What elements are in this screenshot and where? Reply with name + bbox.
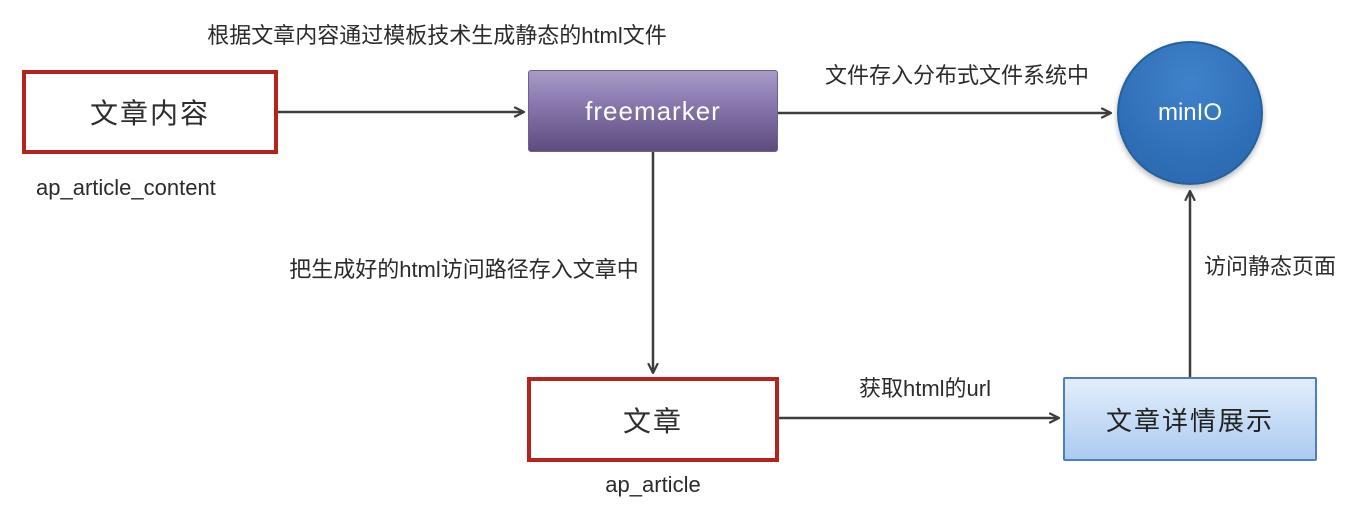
node-freemarker-label: freemarker: [585, 95, 721, 126]
node-article-content-label: 文章内容: [89, 98, 210, 129]
node-article-content: 文章内容: [22, 70, 278, 154]
edge-label-generate-static-html: 根据文章内容通过模板技术生成静态的html文件: [207, 23, 667, 48]
node-article-detail-display-label: 文章详情展示: [1105, 405, 1274, 436]
node-minio: minIO: [1117, 41, 1263, 185]
edge-label-get-url: 获取html的url: [858, 376, 991, 401]
node-article-label: 文章: [622, 405, 683, 437]
edge-label-store-file: 文件存入分布式文件系统中: [824, 63, 1089, 88]
node-minio-label: minIO: [1157, 99, 1222, 126]
edge-label-save-path: 把生成好的html访问路径存入文章中: [289, 257, 639, 282]
node-article-detail-display: 文章详情展示: [1063, 377, 1317, 461]
table-name-ap-article: ap_article: [605, 472, 701, 497]
node-article: 文章: [527, 377, 779, 462]
node-freemarker: freemarker: [528, 70, 778, 152]
table-name-ap-article-content: ap_article_content: [36, 175, 216, 200]
edge-label-access-static-page: 访问静态页面: [1203, 254, 1336, 279]
